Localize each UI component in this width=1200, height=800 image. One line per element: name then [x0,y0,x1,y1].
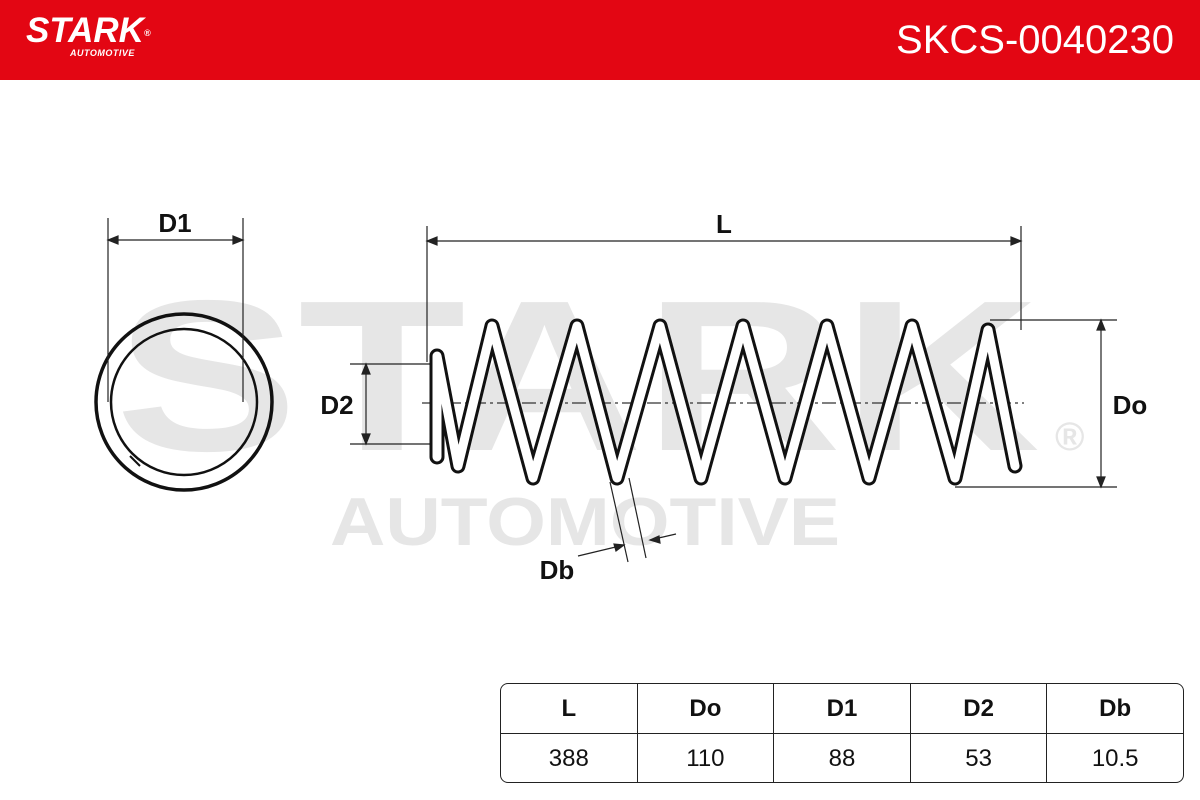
dimension-d2 [350,362,430,446]
spec-table-value-row: 388 110 88 53 10.5 [501,734,1183,782]
spec-value-db: 10.5 [1091,744,1139,772]
spec-table: L Do D1 D2 Db 388 110 88 53 10.5 [500,683,1184,783]
spec-table-header-row: L Do D1 D2 Db [501,684,1183,734]
spring-diagram: STARK AUTOMOTIVE ® D1 L D2 [94,208,1148,585]
spring-end-view [94,312,274,492]
header-bar: STARK® AUTOMOTIVE SKCS-0040230 [0,0,1200,80]
brand-logo: STARK® AUTOMOTIVE [26,11,151,59]
spec-value-l: 388 [501,734,638,782]
watermark-sub: AUTOMOTIVE [330,484,840,560]
spring-coils [429,318,1023,486]
spec-value-d1: 88 [774,734,911,782]
brand-logo-text: STARK® [26,11,151,50]
dimension-db [577,477,677,563]
dimension-l [425,226,1023,362]
watermark-reg: ® [1055,415,1084,459]
spec-value-d2: 53 [911,734,1048,782]
spring-wire-fill [432,321,1020,483]
label-db: Db [540,555,575,585]
spec-header-d2: D2 [911,684,1048,733]
spec-header-l: L [501,684,638,733]
spec-header-d1: D1 [774,684,911,733]
part-number: SKCS-0040230 [896,18,1174,62]
spec-header-do: Do [638,684,775,733]
label-d2: D2 [320,390,353,420]
label-d1: D1 [158,208,191,238]
dimension-do [955,318,1117,489]
label-l: L [716,209,732,239]
spec-value-do: 110 [638,734,775,782]
label-do: Do [1113,390,1148,420]
spec-header-db: Db [1099,694,1132,722]
brand-logo-subtext: AUTOMOTIVE [70,48,135,58]
dimension-d1 [106,218,245,402]
